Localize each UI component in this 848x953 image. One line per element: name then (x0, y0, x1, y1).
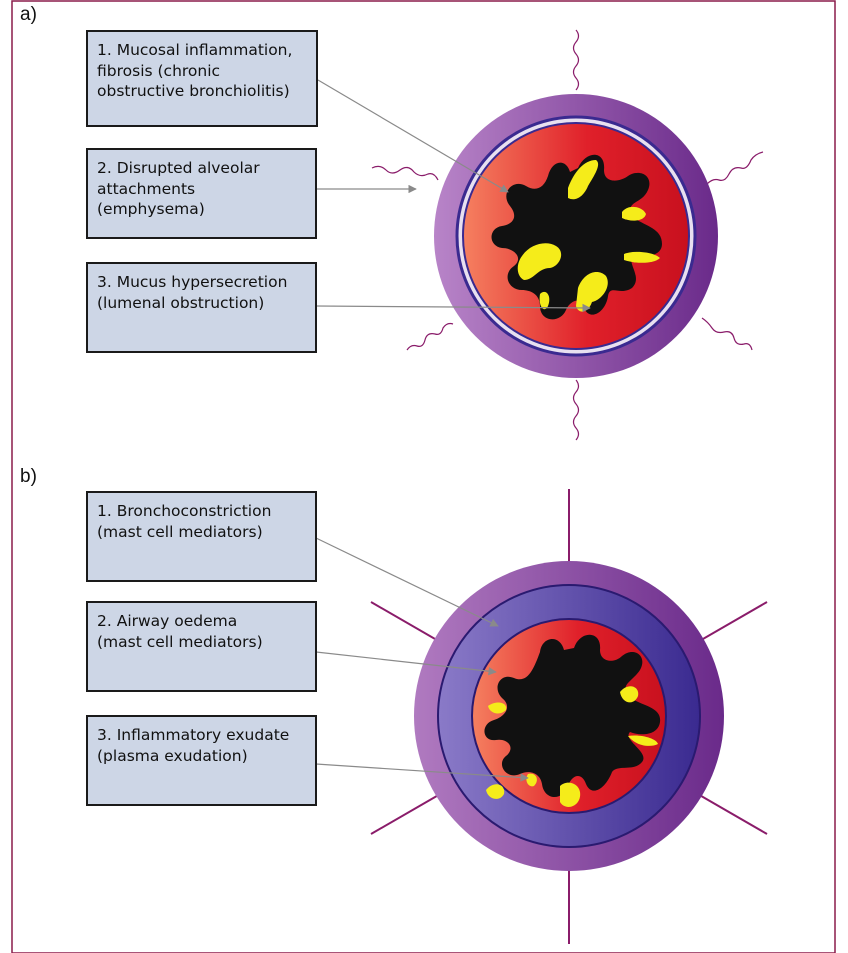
annotation-box-mucus-hypersecretion: 3. Mucus hypersecretion (lumenal obstruc… (86, 262, 317, 353)
exudate-deposits (486, 686, 658, 807)
alveolar-attachment-strands (371, 29, 764, 441)
airway-lumen (484, 634, 661, 798)
panel-b-diagram (370, 489, 768, 944)
mucus-deposits (517, 160, 660, 312)
annotation-box-bronchoconstriction: 1. Bronchoconstriction (mast cell mediat… (86, 491, 317, 582)
panel-a-diagram (371, 29, 764, 441)
panel-a-label: a) (20, 4, 37, 25)
panel-b-connectors (315, 537, 529, 782)
airway-lumen (491, 154, 662, 320)
panel-b-label: b) (20, 466, 37, 487)
panel-a-connectors (315, 79, 591, 313)
figure-frame (11, 0, 836, 953)
annotation-box-mucosal-inflammation: 1. Mucosal inflammation, fibrosis (chron… (86, 30, 318, 127)
annotation-box-inflammatory-exudate: 3. Inflammatory exudate (plasma exudatio… (86, 715, 317, 806)
annotation-box-disrupted-attachments: 2. Disrupted alveolar attachments (emphy… (86, 148, 317, 239)
annotation-box-airway-oedema: 2. Airway oedema (mast cell mediators) (86, 601, 317, 692)
radial-attachments (370, 489, 768, 944)
